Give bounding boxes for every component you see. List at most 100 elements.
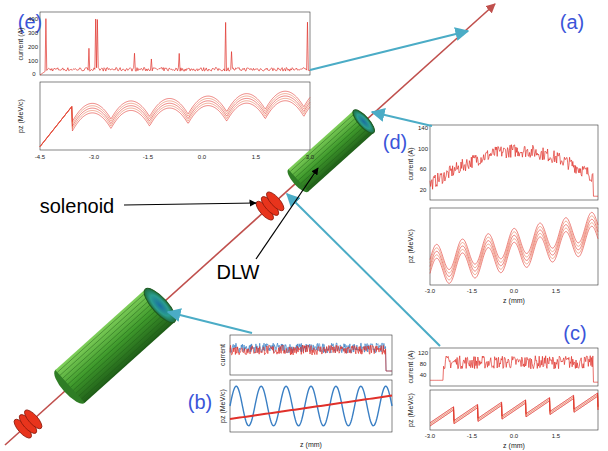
- axis-label: current (A): [17, 27, 24, 60]
- tick-label: 80: [420, 361, 427, 367]
- tick-label: 0: [32, 71, 35, 77]
- plot-curve: [430, 216, 598, 273]
- plot-curve: [430, 212, 598, 269]
- plot-curve: [40, 96, 310, 147]
- tick-label: -3.0: [425, 288, 435, 294]
- beam-axis: [5, 4, 495, 445]
- tick-label: 100: [418, 146, 428, 152]
- tick-label: 1.5: [552, 433, 560, 439]
- tick-label: -1.5: [143, 154, 153, 160]
- tube-flute: [60, 294, 150, 375]
- plot-panel: [430, 125, 598, 200]
- tick-label: 0.0: [510, 288, 518, 294]
- tick-label: -1.5: [467, 433, 477, 439]
- plot-curve: [40, 94, 310, 147]
- tube-flute: [57, 291, 147, 372]
- axis-label: pz (MeV/c): [407, 229, 414, 263]
- phase-space-plots: [40, 12, 598, 432]
- tick-label: -1.5: [467, 288, 477, 294]
- pointer-line: [124, 203, 256, 205]
- tick-label: 0.0: [510, 433, 518, 439]
- tick-label: 100: [28, 58, 38, 64]
- coil-disk: [22, 407, 45, 431]
- leader-arrow: [310, 31, 468, 70]
- plot-frame: [230, 335, 392, 375]
- tick-label: 140: [418, 125, 428, 131]
- tube-flute: [76, 312, 166, 393]
- axis-label: pz (MeV/c): [219, 389, 226, 423]
- plot-curve: [230, 343, 392, 371]
- plot-curve: [40, 91, 310, 146]
- tick-label: -3.0: [425, 433, 435, 439]
- tube-flute: [68, 303, 158, 384]
- tick-label: 300: [28, 30, 38, 36]
- axis-label: z (mm): [300, 441, 322, 448]
- plot-frame: [430, 348, 598, 386]
- tube-end: [350, 107, 378, 136]
- plot-panel: [40, 12, 310, 75]
- coil-disk: [264, 189, 287, 213]
- solenoid-magnet: [253, 189, 286, 222]
- plot-panel: [430, 208, 598, 285]
- plot-panel: [230, 335, 392, 375]
- tube-flute: [301, 125, 366, 184]
- plot-panel: [430, 390, 598, 430]
- tick-label: -4.5: [35, 154, 45, 160]
- plot-panel: [230, 380, 392, 432]
- plot-curve: [40, 19, 310, 75]
- panel-letter: (d): [383, 132, 407, 152]
- tube-flute: [84, 321, 174, 402]
- solenoid-magnet: [11, 407, 44, 440]
- plot-frame: [40, 82, 310, 150]
- leader-arrow: [168, 312, 252, 333]
- axis-label: pz (MeV/c): [407, 393, 414, 427]
- plot-curve: [230, 396, 392, 419]
- plot-curve: [430, 219, 598, 276]
- plot-curve: [430, 356, 598, 382]
- leader-arrow: [372, 112, 432, 126]
- panel-letter: (a): [560, 12, 584, 32]
- plot-panel: [430, 348, 598, 386]
- leader-arrows: [168, 31, 468, 346]
- tube-flute: [71, 306, 161, 387]
- plot-frame: [430, 390, 598, 430]
- plot-frame: [230, 380, 392, 432]
- tube-flute: [65, 300, 155, 381]
- leader-arrow: [287, 194, 440, 346]
- tube-flute: [79, 315, 169, 396]
- tick-label: 200: [28, 44, 38, 50]
- tick-label: 0.0: [198, 154, 206, 160]
- tick-label: 120: [418, 350, 428, 356]
- part-name: solenoid: [40, 196, 115, 216]
- tick-label: 20: [420, 187, 427, 193]
- axis-label: current: [219, 344, 226, 366]
- axis-label: z (mm): [503, 442, 525, 449]
- tube-flute: [73, 309, 163, 390]
- dlw-tube: [50, 284, 181, 408]
- plot-frame: [40, 12, 310, 75]
- plot-curve: [430, 393, 598, 423]
- plot-curve: [40, 98, 310, 146]
- axis-label: pz (MeV/c): [17, 99, 24, 133]
- axis-label: current (A): [407, 147, 414, 180]
- tube-flute: [63, 297, 153, 378]
- axis-label: current (A): [407, 350, 414, 383]
- plot-curve: [230, 345, 392, 371]
- tube-flute: [306, 130, 371, 189]
- tick-label: 3.0: [306, 154, 314, 160]
- plot-frame: [430, 208, 598, 285]
- axis-label: z (mm): [503, 297, 525, 304]
- tick-label: 400: [28, 16, 38, 22]
- plot-frame: [430, 125, 598, 200]
- tube-flute: [81, 318, 171, 399]
- plot-panel: [40, 82, 310, 150]
- panel-letter: (c): [563, 323, 586, 343]
- panel-letter: (b): [188, 392, 212, 412]
- plot-curve: [430, 145, 598, 197]
- part-name: DLW: [217, 262, 260, 282]
- pointer-line: [256, 168, 318, 259]
- plot-curve: [230, 386, 392, 426]
- tube-flute: [304, 128, 369, 187]
